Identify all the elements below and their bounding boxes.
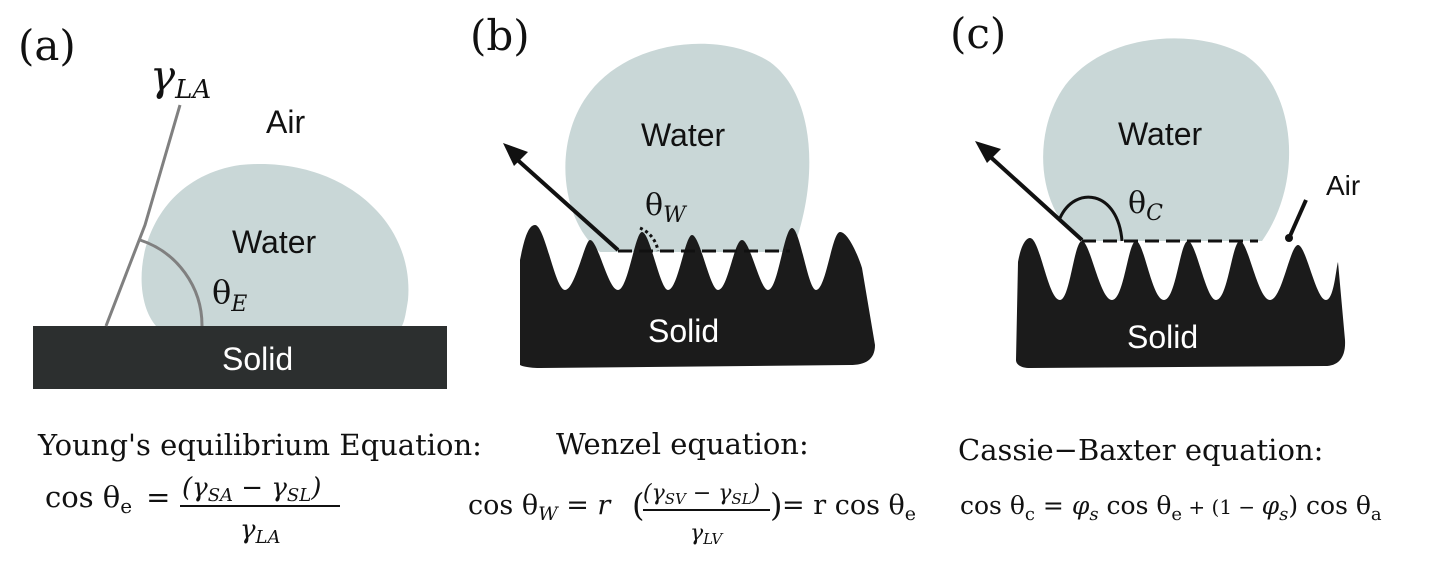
panel-b-solid-label: Solid — [648, 313, 719, 349]
panel-a-solid-label: Solid — [222, 341, 293, 377]
panel-c-label: (c) — [950, 9, 1006, 58]
panel-c-equation: cos θc = φs cos θe + (1 − φs) cos θa — [960, 491, 1382, 525]
panel-b-contact-angle-arc — [639, 226, 660, 252]
panel-b-equation-title: Wenzel equation: — [556, 427, 809, 461]
panel-c-contact-angle-arc — [1058, 195, 1124, 242]
panel-c-air-pointer-dot — [1285, 234, 1293, 242]
panel-b-water-label: Water — [641, 117, 726, 153]
panel-a-gamma-label: γLA — [150, 51, 211, 105]
panel-b-arrow-head — [503, 143, 528, 166]
panel-c-arrow-head — [975, 141, 1001, 163]
panel-b-arrow-shaft — [510, 153, 620, 252]
panel-b-theta-label: θW — [645, 188, 688, 228]
panel-a-water-droplet — [141, 163, 409, 326]
panel-c-water-label: Water — [1118, 116, 1203, 152]
panel-b-equation-numerator: (γSV − γSL) — [643, 481, 760, 508]
panel-c-air-pointer — [1288, 199, 1308, 237]
panel-b-equation-denominator: γLV — [690, 521, 724, 548]
panel-c-rough-solid — [1016, 238, 1346, 368]
panel-a-label: (a) — [18, 21, 76, 70]
panel-b-water-droplet — [565, 43, 810, 253]
panel-c-theta-label: θC — [1128, 186, 1163, 226]
panel-c-solid-label: Solid — [1127, 319, 1198, 355]
panel-a-gamma-tension-line — [104, 104, 182, 327]
panel-a-theta-label: θE — [212, 273, 247, 317]
panel-a-water-label: Water — [232, 224, 317, 260]
panel-c-arrow-shaft — [983, 150, 1084, 242]
panel-a-equation-denominator: γLA — [240, 515, 281, 548]
panel-b-equation-lhs: cos θW = r — [468, 490, 612, 525]
panel-b-rough-solid — [520, 225, 875, 368]
panel-c-water-droplet — [1043, 38, 1290, 241]
panel-a-solid-substrate — [33, 326, 447, 389]
panel-a-air-label: Air — [266, 104, 305, 140]
panel-b-paren-close: ) — [770, 486, 782, 524]
panel-a-contact-angle-arc — [139, 238, 204, 327]
panel-c-air-label: Air — [1326, 170, 1360, 201]
panel-c: (c) Water θC Air Solid Cassie−Baxter equ… — [950, 9, 1382, 525]
panel-b-equation-rhs: = r cos θe — [782, 490, 916, 525]
panel-a: (a) γLA Air Water θE Solid Young's equil… — [18, 21, 482, 548]
panel-a-equation-title: Young's equilibrium Equation: — [37, 428, 482, 462]
panel-c-equation-title: Cassie−Baxter equation: — [958, 433, 1323, 467]
panel-b: (b) Water θW Solid Wenzel equation: cos … — [468, 11, 916, 548]
panel-b-paren-open: ( — [632, 486, 644, 524]
panel-a-equation-lhs: cos θe= — [45, 480, 170, 518]
panel-b-label: (b) — [470, 11, 530, 60]
panel-a-equation-numerator: (γSA − γSL) — [182, 473, 321, 506]
